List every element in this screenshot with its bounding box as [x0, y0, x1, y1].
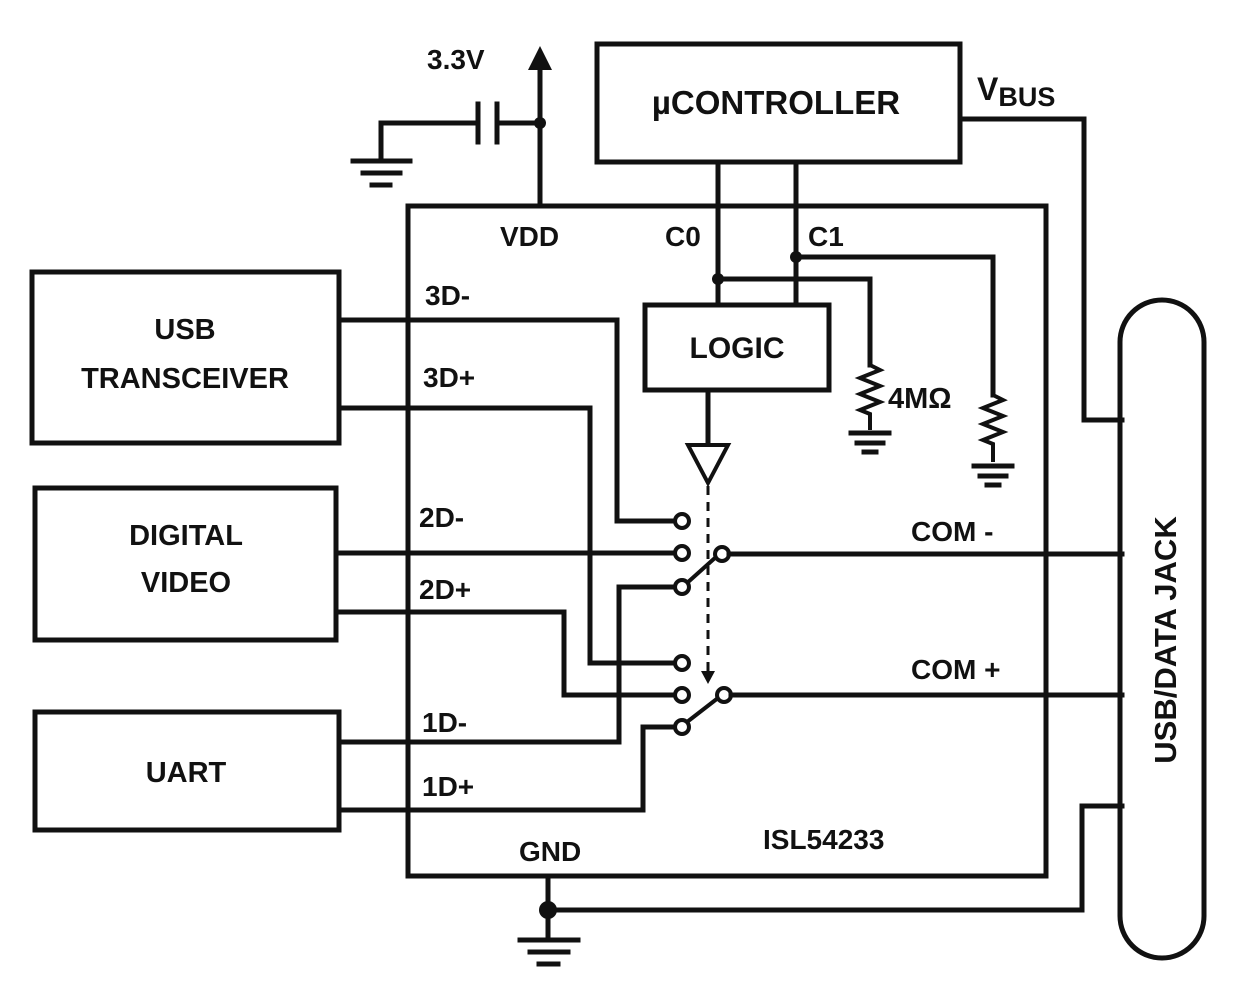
switch-arm-com-minus [685, 555, 718, 585]
c1-pulldown-wire [793, 254, 996, 398]
c1-label: C1 [808, 221, 844, 252]
switch-contact-1d-plus [673, 718, 691, 736]
switch-arm-com-plus [685, 696, 720, 724]
pin-1d-plus: 1D+ [422, 771, 474, 802]
gnd-label: GND [519, 836, 581, 867]
pin-2d-minus: 2D- [419, 502, 464, 533]
com-plus-label: COM + [911, 654, 1000, 685]
supply-arrow-icon [528, 46, 552, 70]
resistor-icon [854, 363, 886, 430]
resistor-label: 4MΩ [888, 383, 952, 415]
digital-video-block [32, 485, 339, 643]
jack-label: USB/DATA JACK [1148, 516, 1183, 764]
resistor-ground-icon [848, 430, 892, 455]
com-minus-label: COM - [911, 516, 993, 547]
isl54233-chip-outline [405, 203, 1049, 879]
vbus-wire [957, 116, 1125, 423]
pin-2d-plus: 2D+ [419, 574, 471, 605]
pin-3d-plus: 3D+ [423, 362, 475, 393]
capacitor-ground-icon [350, 158, 413, 188]
switch-control-arrow-icon [701, 671, 715, 684]
wire-1d-plus [336, 724, 680, 813]
vdd-label: VDD [500, 221, 559, 252]
buffer-icon [684, 443, 732, 488]
uart-block [32, 709, 342, 833]
main-ground-icon [517, 937, 581, 967]
vbus-label: VBUS [977, 71, 1055, 112]
wire-2d-plus [333, 609, 680, 698]
switch-contact-2d-plus [673, 686, 691, 704]
uart-label: UART [146, 757, 227, 789]
pin-1d-minus: 1D- [422, 707, 467, 738]
usb-transceiver-block [29, 269, 342, 446]
microcontroller-label: µCONTROLLER [652, 84, 900, 121]
c0-pulldown-wire [715, 276, 873, 368]
external-resistor-ground-icon [971, 463, 1015, 488]
digital-video-line1: DIGITAL [129, 520, 243, 552]
microcontroller-block [594, 41, 963, 165]
wire-3d-minus [336, 317, 680, 524]
c0-label: C0 [665, 221, 701, 252]
switch-contact-2d-minus [673, 544, 691, 562]
logic-label: LOGIC [690, 332, 785, 365]
switch-contact-3d-minus [673, 512, 691, 530]
digital-video-line2: VIDEO [141, 567, 231, 599]
wire-1d-minus [336, 584, 680, 745]
switch-contact-3d-plus [673, 654, 691, 672]
switch-contact-1d-minus [673, 578, 691, 596]
usb-transceiver-line2: TRANSCEIVER [81, 363, 289, 395]
chip-name-label: ISL54233 [763, 824, 884, 855]
jack-ground-wire [545, 803, 1125, 913]
usb-data-jack [1117, 297, 1207, 961]
pin-3d-minus: 3D- [425, 280, 470, 311]
wire-3d-plus [336, 405, 680, 666]
logic-block [642, 302, 832, 393]
supply-label: 3.3V [427, 44, 485, 75]
external-resistor-icon [977, 393, 1009, 462]
usb-transceiver-line1: USB [154, 314, 215, 346]
